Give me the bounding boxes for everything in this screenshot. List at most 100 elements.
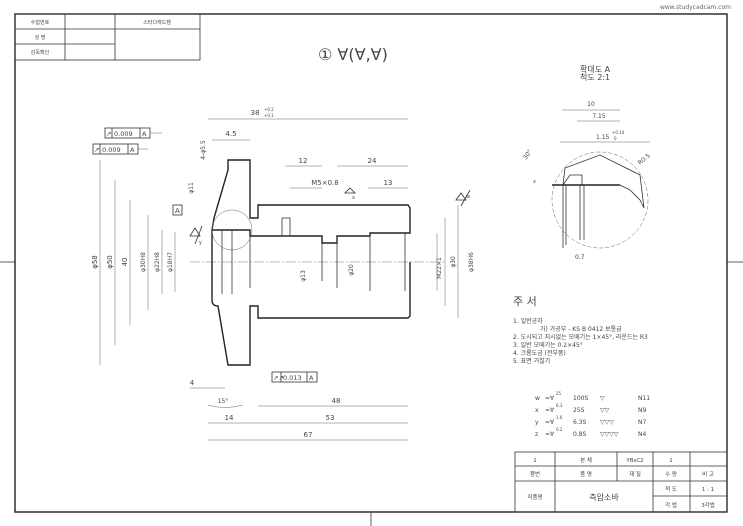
runout-frame-2: ↗ 0.009 A bbox=[92, 143, 148, 155]
roughness-row: y=∀1.66.3S▽▽▽N7 bbox=[535, 415, 646, 426]
svg-text:x: x bbox=[352, 195, 355, 201]
part-material: YBsC2 bbox=[625, 458, 643, 464]
work-label: 작품명 bbox=[527, 494, 542, 501]
detail-len10: 10 bbox=[587, 101, 595, 108]
note-item: 가) 가공부 - KS B 0412 보통급 bbox=[540, 325, 622, 333]
dim-len53: 53 bbox=[326, 414, 335, 422]
runout-frame-1: ↗ 0.009 A bbox=[104, 127, 162, 139]
title-block: 1 본 체 YBsC2 1 품번 품 명 재 질 수 량 비 고 작품명 측압소… bbox=[514, 451, 728, 513]
note-item: 1. 일반공차 bbox=[513, 317, 543, 325]
svg-text:N4: N4 bbox=[638, 431, 646, 438]
svg-text:0.8S: 0.8S bbox=[573, 431, 587, 438]
svg-text:↗↗: ↗↗ bbox=[273, 374, 284, 382]
dim-d20: φ20 bbox=[348, 264, 355, 276]
projection-label: 각 법 bbox=[665, 501, 677, 509]
note-item: 3. 일반 모떼기는 0.2×45° bbox=[513, 341, 583, 349]
svg-text:0.009: 0.009 bbox=[114, 130, 133, 138]
svg-text:A: A bbox=[130, 146, 135, 154]
dim-thread-m5: M5×0.8 bbox=[311, 179, 339, 187]
dimension-lines bbox=[99, 118, 459, 441]
detail-len1-15: 1.15 bbox=[596, 134, 610, 141]
detail-len0-7: 0.7 bbox=[575, 254, 585, 261]
svg-text:100S: 100S bbox=[573, 395, 588, 402]
dim-d13: φ13 bbox=[300, 270, 307, 282]
dim-len38: 38 bbox=[251, 109, 260, 117]
projection-value: 3각법 bbox=[701, 501, 715, 509]
svg-text:6.3S: 6.3S bbox=[573, 419, 587, 426]
detail-angle30: 30° bbox=[522, 148, 534, 161]
detail-tol-upper: +0.14 bbox=[612, 130, 625, 135]
svg-text:▽▽▽▽: ▽▽▽▽ bbox=[600, 431, 619, 438]
dim-d22h8: φ22H8 bbox=[154, 252, 161, 272]
svg-text:A: A bbox=[142, 130, 147, 138]
header-name: 품 명 bbox=[580, 471, 592, 478]
roughness-row: z=∀0.20.8S▽▽▽▽N4 bbox=[535, 427, 646, 438]
detail-mark-x: x bbox=[533, 179, 536, 185]
dim-d11: φ11 bbox=[188, 182, 195, 194]
detail-scale: 척도 2:1 bbox=[580, 73, 610, 82]
svg-text:▽: ▽ bbox=[600, 395, 605, 402]
svg-text:z: z bbox=[535, 431, 538, 438]
dim-holes: 4-φ5.5 bbox=[200, 140, 207, 160]
svg-text:=∀: =∀ bbox=[545, 395, 555, 402]
notes: 주 서 1. 일반공차 가) 가공부 - KS B 0412 보통급 2. 도시… bbox=[513, 295, 648, 365]
svg-text:A: A bbox=[175, 207, 180, 215]
roughness-callout: ① ∀(∀,∀) bbox=[318, 45, 388, 64]
part-name: 본 체 bbox=[580, 456, 592, 464]
dim-d40: 40 bbox=[121, 258, 129, 267]
detail-view: 확대도 A 척도 2:1 10 7.15 1.15 +0.14 0 30° R0… bbox=[522, 64, 652, 261]
header-table: 수험번호 성 명 감독확인 스터디캐드캠 bbox=[14, 13, 201, 61]
dim-len4: 4 bbox=[190, 379, 195, 387]
supervisor-label: 감독확인 bbox=[31, 49, 50, 56]
svg-text:x: x bbox=[535, 407, 539, 414]
svg-text:=∀: =∀ bbox=[545, 419, 555, 426]
detail-radius: R0.5 bbox=[637, 152, 652, 166]
svg-text:▽▽▽: ▽▽▽ bbox=[600, 419, 614, 426]
dim-len38-upper: +0.2 bbox=[264, 107, 274, 112]
svg-text:▽▽: ▽▽ bbox=[600, 407, 610, 414]
note-item: 2. 도시되고 지시없는 모떼기는 1×45°, 라운드는 R3 bbox=[513, 333, 648, 341]
svg-text:6.3: 6.3 bbox=[556, 403, 563, 408]
notes-title: 주 서 bbox=[513, 295, 537, 308]
part-qty: 1 bbox=[669, 458, 673, 464]
header-no: 품번 bbox=[530, 470, 540, 478]
header-material: 재 질 bbox=[629, 470, 641, 478]
work-name: 측압소바 bbox=[589, 492, 619, 502]
dim-d18h7: φ18H7 bbox=[167, 252, 174, 272]
svg-text:N11: N11 bbox=[638, 395, 650, 402]
scale-value: 1 : 1 bbox=[702, 487, 714, 493]
svg-text:w: w bbox=[466, 194, 470, 200]
svg-text:y: y bbox=[535, 419, 539, 426]
dim-len38-lower: +0.1 bbox=[264, 113, 274, 118]
dim-len24: 24 bbox=[368, 157, 377, 165]
dim-len13: 13 bbox=[384, 179, 393, 187]
roughness-marks: y x w bbox=[189, 187, 471, 246]
svg-text:1.6: 1.6 bbox=[556, 415, 563, 420]
roughness-row: w =∀25 100S ▽ N11 bbox=[535, 391, 650, 402]
detail-a-circle bbox=[211, 209, 253, 251]
dim-len4-5: 4.5 bbox=[225, 130, 236, 138]
dim-d50: φ50 bbox=[106, 255, 114, 269]
svg-text:A: A bbox=[309, 374, 314, 382]
dim-len14: 14 bbox=[225, 414, 234, 422]
svg-text:↗: ↗ bbox=[106, 130, 111, 138]
dim-m22: M22×1 bbox=[436, 257, 443, 279]
exam-number-label: 수험번호 bbox=[31, 19, 50, 26]
svg-text:y: y bbox=[199, 240, 202, 246]
part-no: 1 bbox=[533, 458, 537, 464]
header-remark: 비 고 bbox=[702, 470, 714, 478]
scale-label: 척 도 bbox=[665, 485, 677, 493]
runout-frame-3: ↗↗ 0.013 A bbox=[271, 371, 318, 383]
main-part-view bbox=[190, 159, 445, 366]
svg-text:=∀: =∀ bbox=[545, 431, 555, 438]
svg-text:↗: ↗ bbox=[94, 146, 99, 154]
svg-text:w: w bbox=[535, 395, 540, 402]
svg-text:=∀: =∀ bbox=[545, 407, 555, 414]
dim-d58: φ58 bbox=[91, 255, 99, 269]
svg-text:25: 25 bbox=[556, 391, 562, 396]
dim-len67: 67 bbox=[304, 431, 313, 439]
watermark-url: www.studycadcam.com bbox=[659, 4, 731, 11]
svg-text:0.013: 0.013 bbox=[283, 374, 302, 382]
